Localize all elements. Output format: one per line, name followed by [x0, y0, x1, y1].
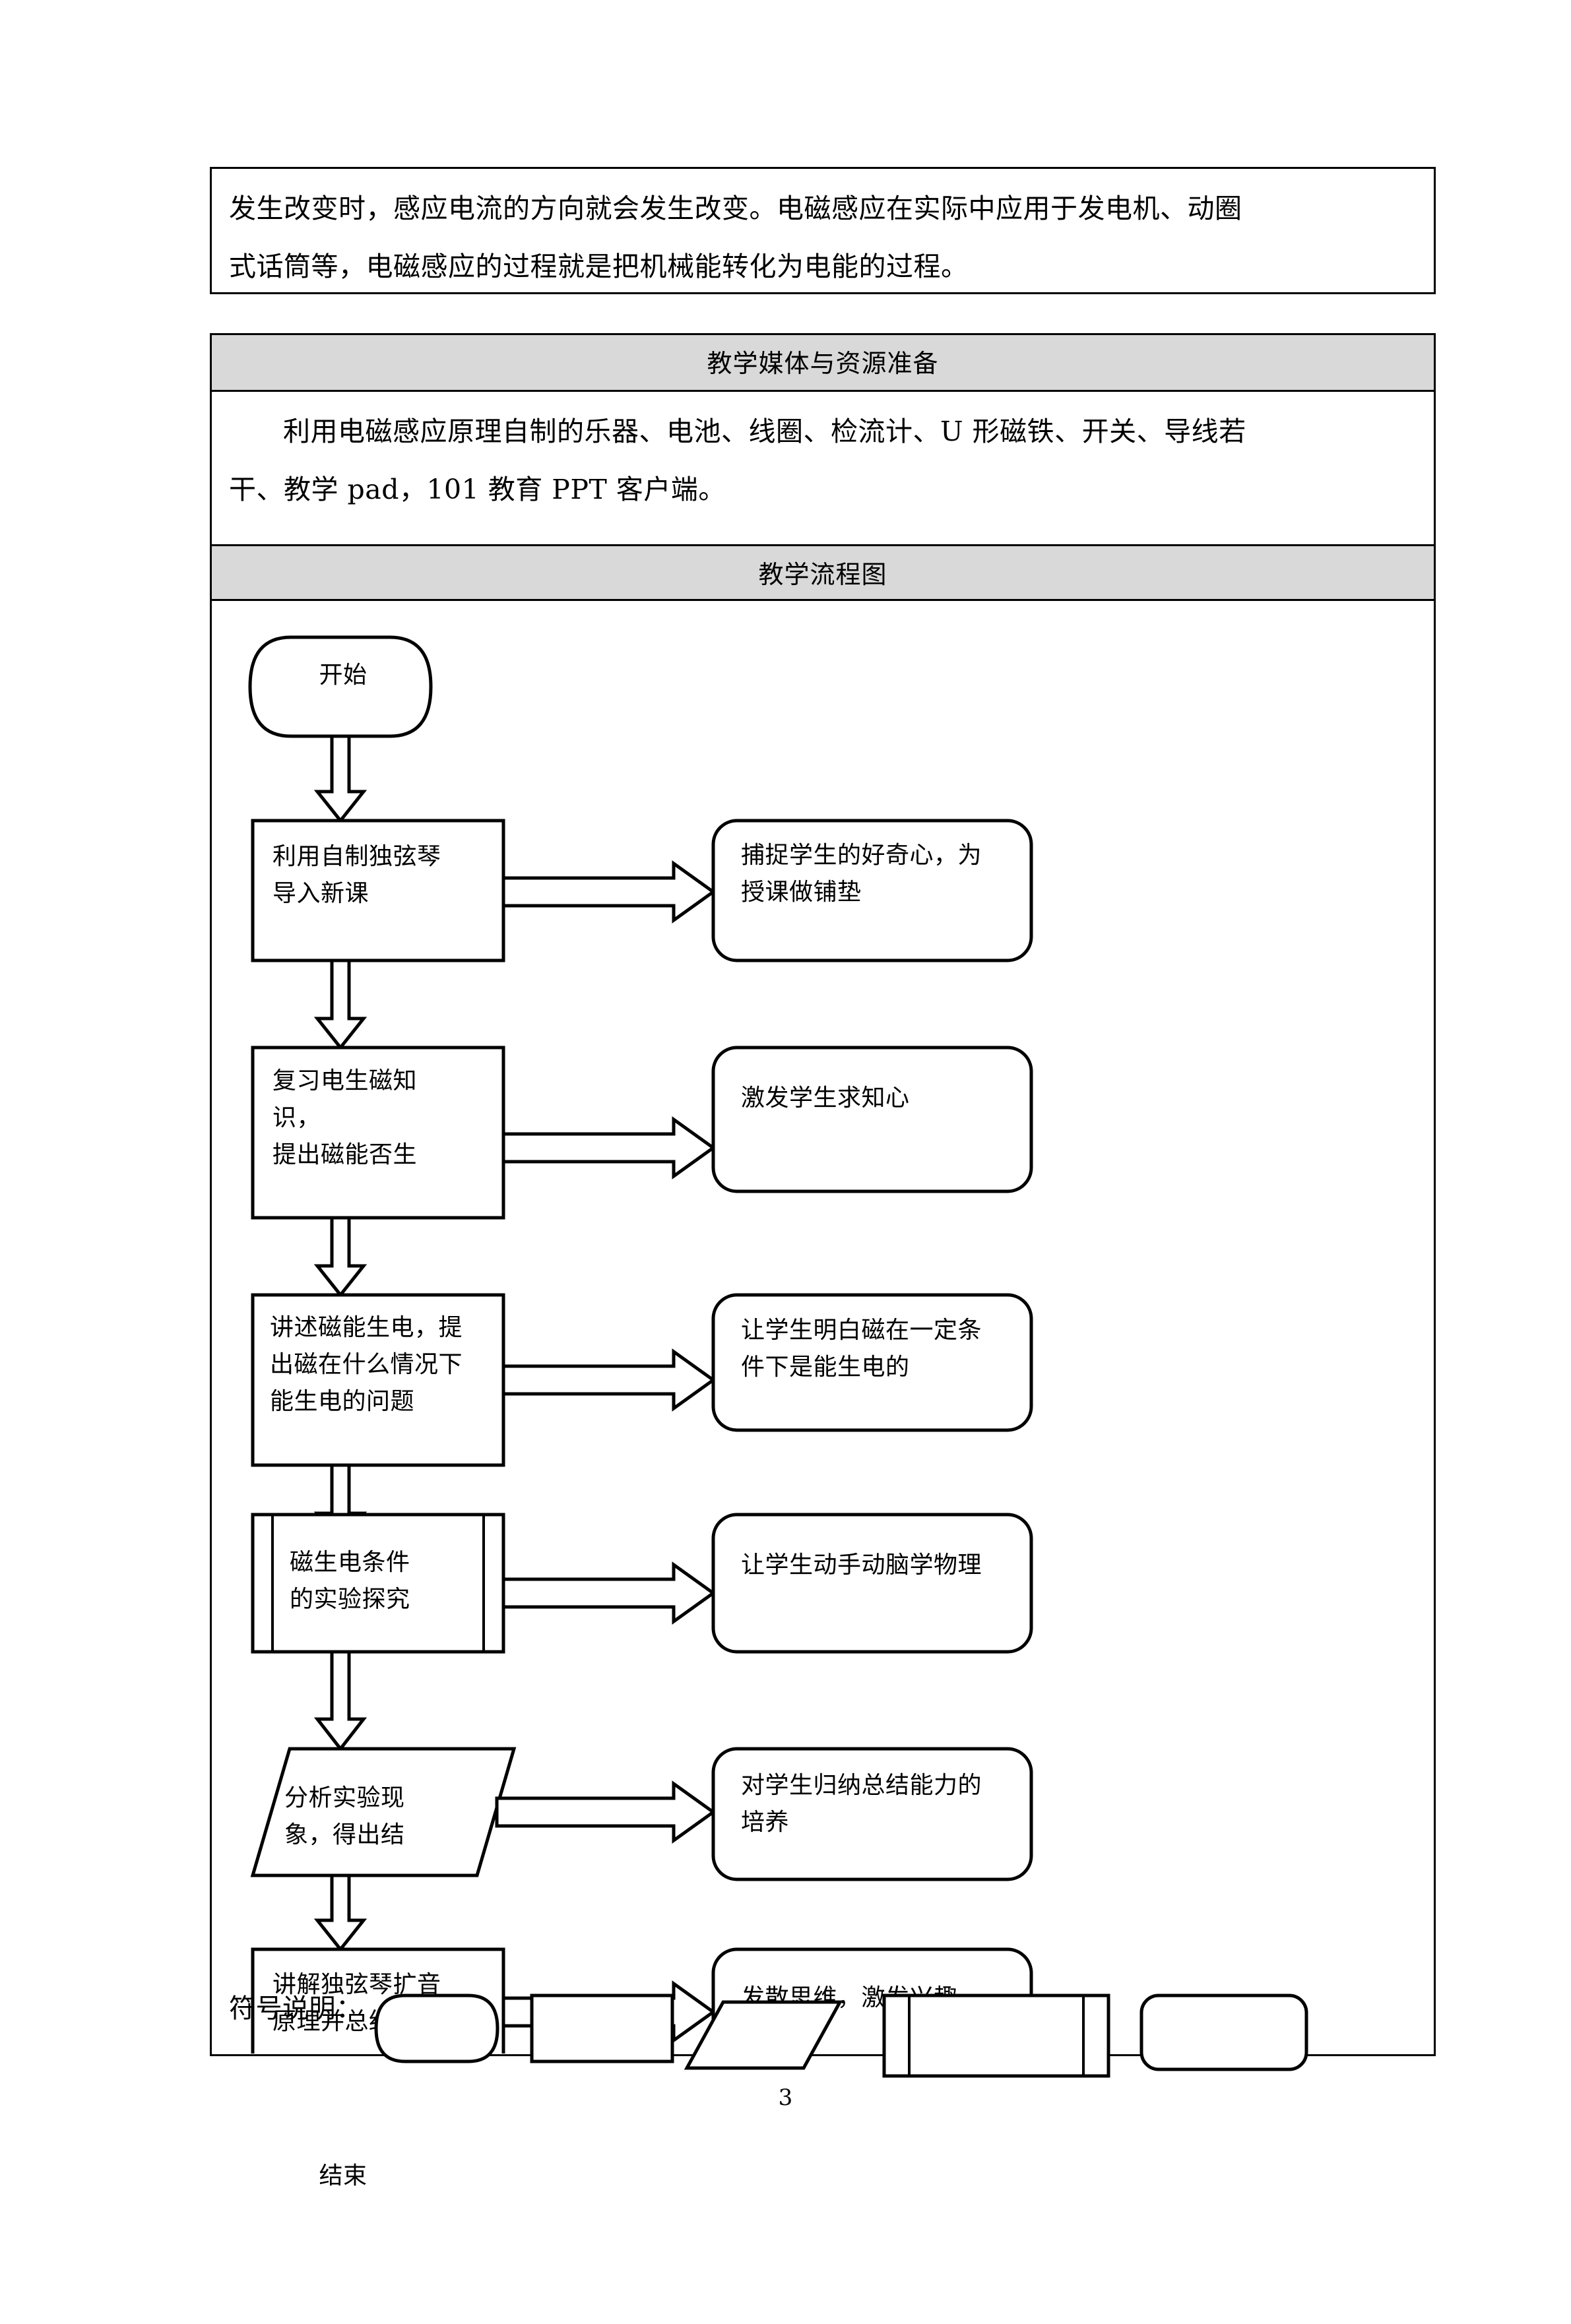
legend-shape-strip	[210, 1954, 1436, 2079]
edge-n3-to-a3	[501, 1348, 717, 1412]
node-n1-label: 利用自制独弦琴 导入新课	[273, 843, 441, 907]
node-n5-label: 分析实验现 象，得出结	[284, 1784, 405, 1848]
edge-n5-to-n6	[313, 1873, 368, 1953]
continuation-line-2: 式话筒等，电磁感应的过程就是把机械能转化为电能的过程。	[229, 251, 969, 282]
edge-n2-to-a2	[501, 1116, 717, 1179]
legend-terminator-shape	[374, 1994, 499, 2063]
continuation-paragraph-table: 发生改变时，感应电流的方向就会发生改变。电磁感应在实际中应用于发电机、动圈 式话…	[210, 167, 1436, 294]
continuation-line-1: 发生改变时，感应电流的方向就会发生改变。电磁感应在实际中应用于发电机、动圈	[229, 193, 1242, 224]
section-body-media-resources: 利用电磁感应原理自制的乐器、电池、线圈、检流计、U 形磁铁、开关、导线若 干、教…	[212, 392, 1434, 544]
section-header-media-resources: 教学媒体与资源准备	[212, 335, 1434, 392]
node-start-label: 开始	[319, 662, 368, 689]
edge-n4-to-a4	[501, 1561, 717, 1625]
legend-predefined-process-shape	[882, 1994, 1110, 2078]
legend-process-shape	[530, 1994, 674, 2063]
node-a1-label: 捕捉学生的好奇心，为 授课做铺垫	[741, 842, 982, 906]
node-a2-shape	[711, 1046, 1033, 1193]
node-n3-label: 讲述磁能生电，提 出磁在什么情况下 能生电的问题	[270, 1314, 463, 1415]
main-content-table: 教学媒体与资源准备 利用电磁感应原理自制的乐器、电池、线圈、检流计、U 形磁铁、…	[210, 333, 1436, 2189]
legend-caption: 符号说明：	[229, 1994, 363, 2024]
flowchart-area: 开始 利用自制独弦琴 导入新课 复习电生磁知 识， 提出磁能否生 讲述磁能生电，…	[212, 601, 1434, 2189]
edge-n1-to-n2	[313, 958, 368, 1051]
node-a5-label: 对学生归纳总结能力的 培养	[741, 1772, 982, 1836]
edge-n1-to-a1	[501, 860, 717, 924]
node-n4-label: 磁生电条件 的实验探究	[290, 1549, 410, 1613]
legend-parallelogram-shape	[684, 2000, 843, 2070]
media-resources-line-2: 干、教学 pad，101 教育 PPT 客户端。	[229, 474, 726, 505]
node-end-label: 结束	[319, 2162, 368, 2189]
edge-n2-to-n3	[313, 1216, 368, 1298]
legend-rounded-rect-shape	[1139, 1994, 1308, 2071]
continuation-paragraph-cell: 发生改变时，感应电流的方向就会发生改变。电磁感应在实际中应用于发电机、动圈 式话…	[212, 169, 1434, 296]
edge-start-to-n1	[313, 734, 368, 824]
edge-n4-to-n5	[313, 1650, 368, 1752]
node-n6-label: 讲解独弦琴扩音 原理并总结	[273, 1971, 441, 2035]
node-n2-label: 复习电生磁知 识， 提出磁能否生	[273, 1067, 418, 1168]
media-resources-line-1: 利用电磁感应原理自制的乐器、电池、线圈、检流计、U 形磁铁、开关、导线若	[283, 416, 1246, 447]
document-page: 发生改变时，感应电流的方向就会发生改变。电磁感应在实际中应用于发电机、动圈 式话…	[210, 167, 1436, 2189]
node-a2-label: 激发学生求知心	[741, 1084, 910, 1112]
edge-n5-to-a5	[495, 1780, 717, 1844]
page-number: 3	[778, 2085, 793, 2111]
edge-n3-to-n4	[313, 1463, 368, 1546]
node-a3-label: 让学生明白磁在一定条 件下是能生电的	[741, 1317, 982, 1381]
node-a4-label: 让学生动手动脑学物理	[741, 1552, 982, 1579]
section-header-flowchart: 教学流程图	[212, 544, 1434, 601]
